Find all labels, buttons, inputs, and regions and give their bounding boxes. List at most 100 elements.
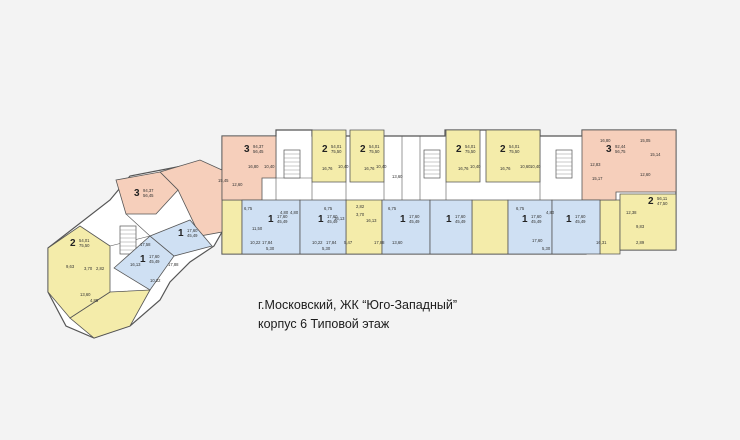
area-label: 54,01 — [79, 238, 90, 243]
room-area-value: 10,40 — [338, 164, 349, 169]
area-label: 56,11 — [657, 196, 668, 201]
room-area-value: 16,76 — [458, 166, 469, 171]
area-label: 17,60 — [575, 214, 586, 219]
room-area-value: 16,76 — [364, 166, 375, 171]
room-area-value: 11,50 — [252, 226, 263, 231]
apartments-layer — [47, 129, 677, 339]
stair-core — [423, 149, 441, 179]
area-label: 17,60 — [455, 214, 466, 219]
caption-project: г.Московский, ЖК “Юго-Западный” — [258, 298, 457, 312]
room-area-value: 10,40 — [264, 164, 275, 169]
area-label: 94,37 — [253, 144, 264, 149]
room-area-value: 6,75 — [244, 206, 253, 211]
apartment-annex — [221, 199, 243, 255]
room-area-value: 5,30 — [542, 246, 551, 251]
area-label: 45,49 — [187, 233, 198, 238]
room-area-value: 17,88 — [168, 262, 179, 267]
room-area-value: 10,40 — [470, 164, 481, 169]
room-count-label: 2 — [70, 238, 76, 249]
room-area-value: 4,80 — [546, 210, 555, 215]
room-area-value: 2,89 — [636, 240, 645, 245]
area-label: 17,60 — [531, 214, 542, 219]
area-label: 45,49 — [531, 219, 542, 224]
room-count-label: 2 — [456, 144, 462, 155]
apartment-a4 — [445, 129, 481, 183]
room-count-label: 1 — [140, 254, 146, 265]
area-label: 17,60 — [277, 214, 288, 219]
area-label: 92,44 — [615, 144, 626, 149]
room-area-value: 2,82 — [356, 204, 365, 209]
apartment-a3 — [349, 129, 385, 183]
apartment-a14 — [115, 171, 179, 215]
area-label: 54,01 — [465, 144, 476, 149]
room-count-label: 3 — [134, 188, 140, 199]
room-area-value: 4,80 — [290, 210, 299, 215]
area-label: 75,50 — [465, 149, 476, 154]
apartment-a9 — [299, 199, 347, 255]
apartment-a17 — [149, 219, 213, 257]
area-label: 56,45 — [253, 149, 264, 154]
apartment-a1 — [221, 135, 277, 201]
room-count-label: 1 — [268, 214, 274, 225]
area-label: 56,75 — [615, 149, 626, 154]
room-area-value: 12,83 — [590, 162, 601, 167]
room-area-value: 10,60 — [520, 164, 531, 169]
room-count-label: 1 — [522, 214, 528, 225]
room-count-label: 2 — [360, 144, 366, 155]
room-area-value: 16,13 — [334, 216, 345, 221]
area-label: 54,01 — [331, 144, 342, 149]
room-area-value: 5,30 — [266, 246, 275, 251]
room-area-value: 16,76 — [500, 166, 511, 171]
room-count-label: 1 — [318, 214, 324, 225]
room-area-value: 17,58 — [140, 242, 151, 247]
room-area-value: 4,80 — [280, 210, 289, 215]
room-area-value: 13,60 — [80, 292, 91, 297]
room-area-value: 15,14 — [650, 152, 661, 157]
stair-core — [283, 149, 301, 179]
room-area-value: 9,83 — [636, 224, 645, 229]
stair-core — [119, 225, 137, 255]
room-area-value: 17,84 — [326, 240, 337, 245]
caption-floor: корпус 6 Типовой этаж — [258, 317, 390, 331]
room-area-value: 16,80 — [248, 164, 259, 169]
room-area-value: 5,47 — [344, 240, 353, 245]
apartment-a13 — [551, 199, 601, 255]
room-area-value: 16,13 — [366, 218, 377, 223]
room-count-label: 1 — [446, 214, 452, 225]
area-label: 75,50 — [509, 149, 520, 154]
apartment-a5 — [485, 129, 541, 183]
room-area-value: 10,22 — [250, 240, 261, 245]
area-label: 94,37 — [143, 188, 154, 193]
area-label: 47,50 — [657, 201, 668, 206]
area-label: 56,45 — [143, 193, 154, 198]
room-area-value: 16,13 — [130, 262, 141, 267]
room-area-value: 3,70 — [356, 212, 365, 217]
room-area-value: 12,38 — [626, 210, 637, 215]
room-area-value: 10,22 — [312, 240, 323, 245]
area-label: 17,60 — [327, 214, 338, 219]
room-area-value: 17,60 — [532, 238, 543, 243]
area-label: 17,60 — [149, 254, 160, 259]
area-label: 17,60 — [409, 214, 420, 219]
room-area-value: 17,84 — [262, 240, 273, 245]
room-area-value: 12,60 — [640, 172, 651, 177]
room-area-value: 6,75 — [388, 206, 397, 211]
room-count-label: 2 — [322, 144, 328, 155]
room-area-value: 16,80 — [600, 138, 611, 143]
area-label: 75,50 — [331, 149, 342, 154]
area-label: 45,49 — [575, 219, 586, 224]
room-area-value: 16,31 — [596, 240, 607, 245]
room-area-value: 10,22 — [150, 278, 161, 283]
area-label: 45,49 — [327, 219, 338, 224]
room-count-label: 2 — [500, 144, 506, 155]
area-label: 54,01 — [369, 144, 380, 149]
room-area-value: 15,17 — [592, 176, 603, 181]
room-area-value: 6,75 — [324, 206, 333, 211]
area-label: 75,50 — [79, 243, 90, 248]
area-label: 45,49 — [455, 219, 466, 224]
room-area-value: 6,75 — [516, 206, 525, 211]
room-count-label: 2 — [648, 196, 654, 207]
apartment-annex — [471, 199, 509, 255]
